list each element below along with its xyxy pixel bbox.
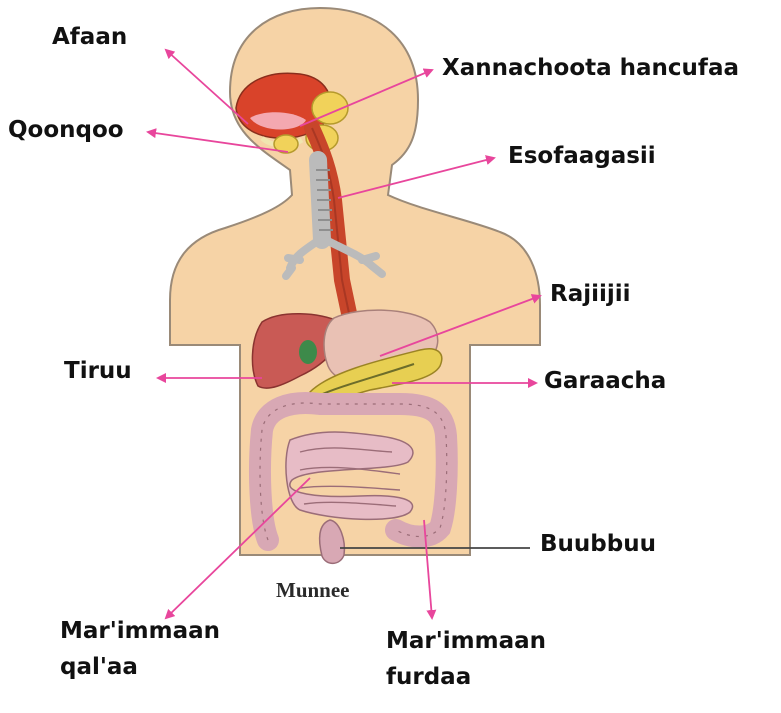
label-tiruu: Tiruu bbox=[64, 358, 132, 386]
label-marimmaan-furdaa-line1: Mar'immaan bbox=[386, 628, 546, 656]
body-silhouette bbox=[170, 8, 540, 555]
label-rajiijii: Rajiijii bbox=[550, 281, 631, 309]
label-esofaagasii: Esofaagasii bbox=[508, 143, 656, 171]
label-qoonqoo: Qoonqoo bbox=[8, 117, 124, 145]
label-marimmaan-qalaa-line2: qal'aa bbox=[60, 654, 220, 682]
label-afaan: Afaan bbox=[52, 24, 127, 52]
label-marimmaan-furdaa: Mar'immaan furdaa bbox=[386, 628, 546, 691]
label-buubbuu: Buubbuu bbox=[540, 531, 656, 559]
label-garaacha: Garaacha bbox=[544, 368, 666, 396]
label-munnee: Munnee bbox=[276, 578, 350, 603]
label-marimmaan-qalaa-line1: Mar'immaan bbox=[60, 618, 220, 646]
label-marimmaan-furdaa-line2: furdaa bbox=[386, 664, 546, 692]
label-marimmaan-qalaa: Mar'immaan qal'aa bbox=[60, 618, 220, 681]
label-xannachoota-hancufaa: Xannachoota hancufaa bbox=[442, 55, 739, 83]
